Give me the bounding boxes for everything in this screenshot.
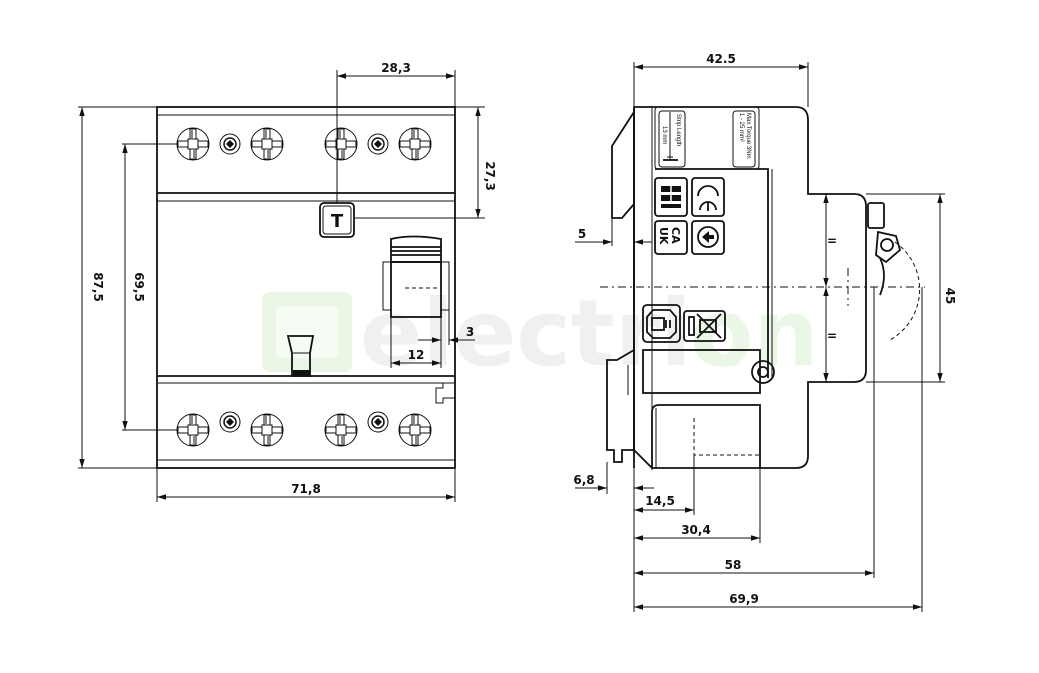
watermark-text: electric xyxy=(360,280,746,387)
side-view: Strip Length 13 mm Max Torque 3Nm 1 - 25… xyxy=(573,52,957,612)
equal-mark: = xyxy=(827,234,837,248)
indicator-icon xyxy=(367,133,389,155)
dim-27-3: 27,3 xyxy=(483,161,497,191)
watermark: electric on xyxy=(262,280,819,387)
din-clip-icon xyxy=(286,335,315,377)
strip-length-label: Strip Length 13 mm xyxy=(658,110,686,168)
din-rail-mount-icon xyxy=(654,177,688,217)
dim-71-8: 71,8 xyxy=(291,482,321,496)
terminal-screw-icon xyxy=(324,413,358,447)
terminal-screw-icon xyxy=(324,127,358,161)
terminal-screw-icon xyxy=(250,413,284,447)
svg-text:CA: CA xyxy=(669,227,682,244)
toggle-lever-side-icon xyxy=(867,202,921,341)
svg-text:Strip Length: Strip Length xyxy=(675,114,681,146)
test-button: T xyxy=(319,202,355,238)
dim-69-9: 69,9 xyxy=(729,592,759,606)
front-view: T 28,3 27,3 xyxy=(78,61,497,502)
svg-text:Max Torque 3Nm: Max Torque 3Nm xyxy=(745,113,751,159)
adjust-screw-icon xyxy=(751,360,775,384)
indicator-icon xyxy=(219,411,241,433)
terminal-screw-icon xyxy=(398,127,432,161)
indicator-icon xyxy=(367,411,389,433)
watermark-suffix: on xyxy=(690,280,819,387)
dim-28-3: 28,3 xyxy=(381,61,411,75)
sealed-terminal-icon xyxy=(642,304,681,343)
toggle-lever-icon xyxy=(382,235,450,318)
dim-45: 45 xyxy=(943,288,957,305)
dim-3: 3 xyxy=(466,325,474,339)
terminal-screw-icon xyxy=(176,413,210,447)
equal-mark: = xyxy=(827,329,837,343)
terminal-screw-icon xyxy=(176,127,210,161)
dim-14-5: 14,5 xyxy=(645,494,675,508)
dim-12: 12 xyxy=(408,348,425,362)
terminal-screw-icon xyxy=(250,127,284,161)
dim-87-5: 87,5 xyxy=(91,272,105,302)
svg-text:13 mm: 13 mm xyxy=(661,126,667,144)
max-torque-label: Max Torque 3Nm 1 - 25 mm² xyxy=(732,110,756,168)
dim-69-5: 69,5 xyxy=(132,272,146,302)
dim-42-5: 42.5 xyxy=(706,52,736,66)
no-crossed-icon xyxy=(683,310,726,342)
dim-58: 58 xyxy=(725,558,742,572)
terminal-screw-icon xyxy=(398,413,432,447)
dim-30-4: 30,4 xyxy=(681,523,711,537)
arrow-left-circle-icon xyxy=(691,220,725,255)
test-button-label: T xyxy=(331,211,344,232)
svg-text:1 - 25 mm²: 1 - 25 mm² xyxy=(738,113,744,142)
indicator-icon xyxy=(219,133,241,155)
dim-6-8: 6,8 xyxy=(573,473,594,487)
ukca-mark-icon: UK CA xyxy=(654,220,688,255)
dim-5: 5 xyxy=(578,227,586,241)
terminal-cable-icon xyxy=(691,177,725,217)
svg-text:UK: UK xyxy=(657,227,670,245)
